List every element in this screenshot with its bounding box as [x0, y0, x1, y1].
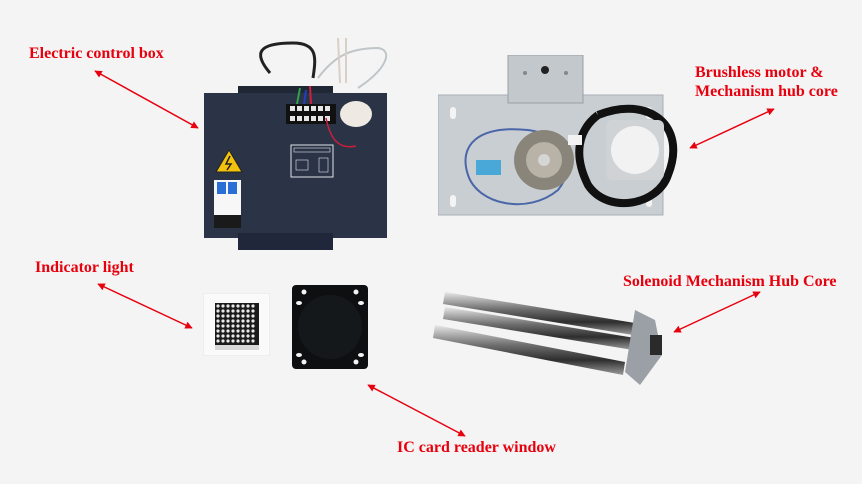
- arrow-solenoid-hub-core: [673, 291, 761, 333]
- control-box-icon: [204, 37, 388, 250]
- led-matrix-icon: [202, 292, 271, 357]
- reader-window-icon: [292, 285, 368, 369]
- ic-card-reader-window-image: [290, 283, 370, 371]
- motor-assembly-icon: [437, 54, 678, 216]
- arrow-ic-card-reader-window: [367, 384, 466, 437]
- label-solenoid-hub-core: Solenoid Mechanism Hub Core: [623, 273, 837, 290]
- electric-control-box-image: [198, 37, 398, 253]
- arrow-electric-control-box: [94, 70, 199, 129]
- arrow-indicator-light: [97, 283, 193, 329]
- brushless-motor-image: [437, 54, 678, 220]
- label-brushless-motor: Brushless motor & Mechanism hub core: [695, 63, 838, 101]
- solenoid-rods-icon: [433, 292, 662, 385]
- indicator-light-image: [202, 292, 271, 357]
- label-electric-control-box: Electric control box: [29, 45, 164, 62]
- arrow-brushless-motor: [689, 108, 775, 149]
- label-brushless-motor-line1: Brushless motor &: [695, 64, 824, 81]
- label-ic-card-reader-window: IC card reader window: [397, 439, 556, 456]
- label-brushless-motor-line2: Mechanism hub core: [695, 83, 838, 100]
- solenoid-hub-core-image: [430, 280, 670, 390]
- label-indicator-light: Indicator light: [35, 259, 134, 276]
